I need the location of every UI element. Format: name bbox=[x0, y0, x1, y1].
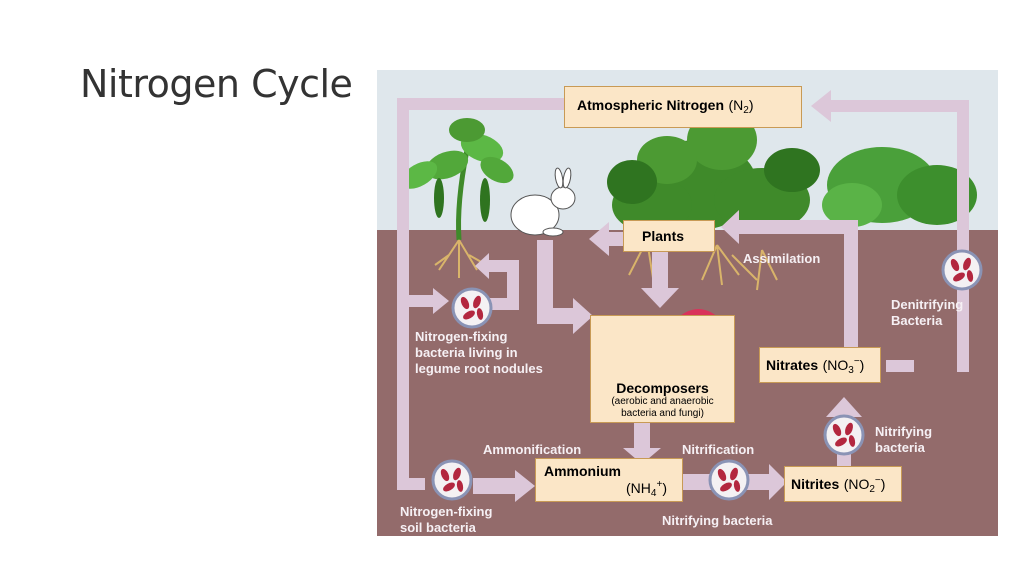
nitrifying-bacteria-bottom-icon bbox=[708, 459, 750, 501]
cycle-arrows bbox=[397, 90, 969, 502]
denitrifying-bacteria-label: Denitrifying Bacteria bbox=[891, 297, 964, 328]
nitrates-box: Nitrates (NO3−) bbox=[759, 347, 881, 383]
nitrification-label: Nitrification bbox=[682, 442, 755, 457]
rabbit bbox=[510, 167, 576, 237]
decomposers-box: Decomposers (aerobic and anaerobic bacte… bbox=[590, 315, 735, 423]
grass-plants bbox=[607, 110, 820, 233]
legume-bacteria-icon bbox=[451, 287, 493, 329]
nitrites-box: Nitrites (NO2−) bbox=[784, 466, 902, 502]
denitrifying-bacteria-icon bbox=[941, 249, 983, 291]
nitrifying-bacteria-label: Nitrifying bacteria bbox=[875, 424, 933, 455]
legume-bacteria-label: Nitrogen-fixing bacteria living in legum… bbox=[415, 329, 543, 376]
nitrifying-bacteria-bottom-label: Nitrifying bacteria bbox=[662, 513, 773, 528]
assimilation-label: Assimilation bbox=[743, 251, 821, 266]
nitrogen-cycle-diagram: Atmospheric Nitrogen (N2) Plants Decompo… bbox=[377, 70, 998, 536]
ammonium-box: Ammonium (NH4+) bbox=[535, 458, 683, 502]
slide-title: Nitrogen Cycle bbox=[80, 62, 353, 106]
legume-plant bbox=[400, 118, 514, 241]
nitrifying-bacteria-icon bbox=[823, 414, 865, 456]
atmospheric-nitrogen-box: Atmospheric Nitrogen (N2) bbox=[564, 86, 802, 128]
plants-box: Plants bbox=[623, 220, 715, 252]
soil-bacteria-icon bbox=[431, 459, 473, 501]
ammonification-label: Ammonification bbox=[483, 442, 582, 457]
soil-bacteria-label: Nitrogen-fixing soil bacteria bbox=[400, 504, 493, 535]
